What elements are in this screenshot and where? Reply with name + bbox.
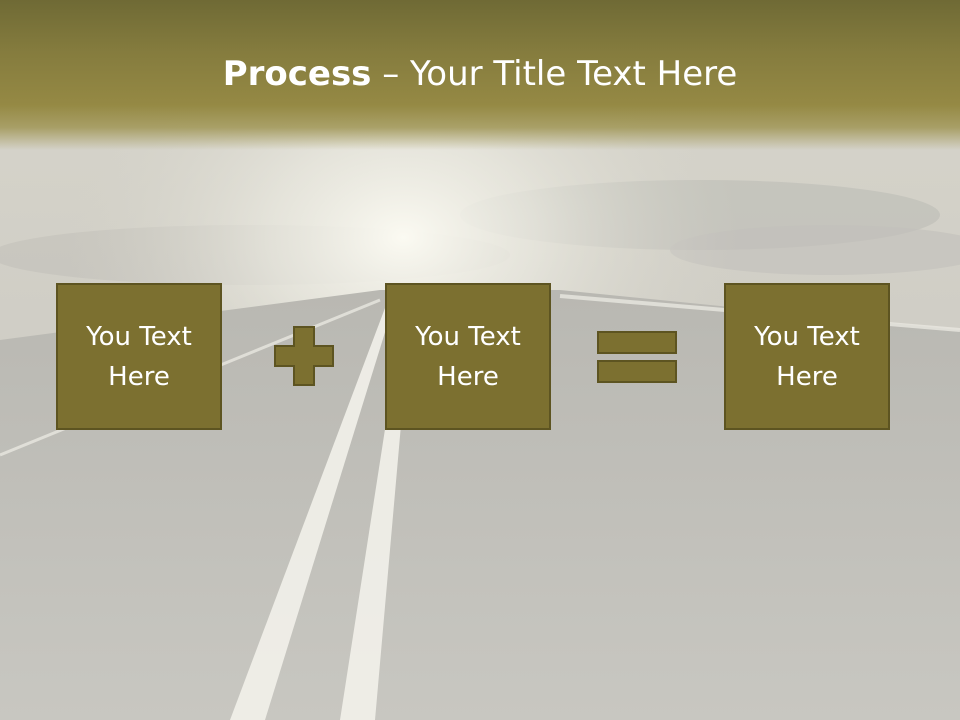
equals-bottom-bar [597,360,677,383]
process-box-1[interactable]: You Text Here [56,283,222,430]
process-box-3-line1: You Text [754,321,860,352]
process-box-2[interactable]: You Text Here [385,283,551,430]
process-box-1-line2: Here [108,361,170,392]
process-box-2-line2: Here [437,361,499,392]
title-band [0,0,960,150]
process-box-3-text: You Text Here [742,317,872,397]
process-box-1-text: You Text Here [74,317,204,397]
process-box-2-line1: You Text [415,321,521,352]
slide-title: Process – Your Title Text Here [0,52,960,96]
process-box-3-line2: Here [776,361,838,392]
process-box-1-line1: You Text [86,321,192,352]
equals-top-bar [597,331,677,354]
title-rest-part: – Your Title Text Here [371,54,738,94]
plus-center-fill [276,347,332,365]
title-bold-part: Process [222,54,372,94]
process-box-3[interactable]: You Text Here [724,283,890,430]
process-box-2-text: You Text Here [403,317,533,397]
